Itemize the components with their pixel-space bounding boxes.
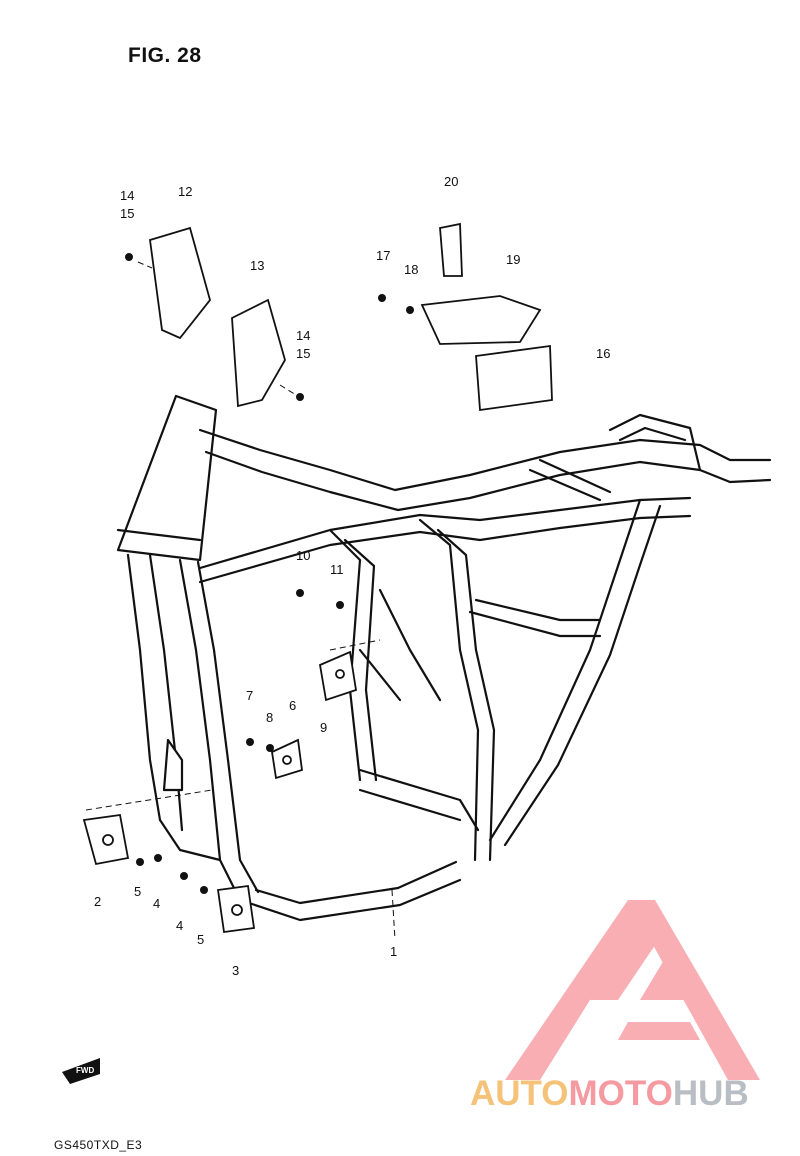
callout-6: 6 xyxy=(289,698,296,713)
leader-lines xyxy=(85,261,396,941)
callout-7: 7 xyxy=(246,688,253,703)
callout-17: 17 xyxy=(376,248,390,263)
watermark-part-auto: AUTO xyxy=(470,1074,569,1113)
callout-8: 8 xyxy=(266,710,273,725)
callout-2: 2 xyxy=(94,894,101,909)
mounting-brackets xyxy=(82,222,553,934)
callout-15a: 15 xyxy=(120,206,134,221)
callout-20: 20 xyxy=(444,174,458,189)
callout-5b: 5 xyxy=(197,932,204,947)
callout-13: 13 xyxy=(250,258,264,273)
fwd-label: FWD xyxy=(76,1066,94,1075)
fwd-arrow-icon: FWD xyxy=(62,1058,100,1084)
callout-9: 9 xyxy=(320,720,327,735)
callout-4a: 4 xyxy=(153,896,160,911)
callout-4b: 4 xyxy=(176,918,183,933)
fasteners xyxy=(125,253,414,894)
callout-16: 16 xyxy=(596,346,610,361)
callout-12: 12 xyxy=(178,184,192,199)
callout-labels: 1 2 3 4 4 5 5 6 7 8 9 10 11 12 13 14 15 … xyxy=(94,174,610,978)
callout-11: 11 xyxy=(330,562,344,577)
callout-10: 10 xyxy=(296,548,310,563)
callout-1: 1 xyxy=(390,944,397,959)
main-frame xyxy=(116,394,772,922)
callout-3: 3 xyxy=(232,963,239,978)
callout-14a: 14 xyxy=(120,188,134,203)
callout-18: 18 xyxy=(404,262,418,277)
watermark-logo-icon xyxy=(505,900,760,1080)
figure-title: FIG. 28 xyxy=(128,44,202,67)
callout-19: 19 xyxy=(506,252,520,267)
watermark-part-hub: HUB xyxy=(672,1074,749,1113)
callout-5a: 5 xyxy=(134,884,141,899)
callout-15b: 15 xyxy=(296,346,310,361)
watermark-part-moto: MOTO xyxy=(568,1074,673,1113)
callout-14b: 14 xyxy=(296,328,310,343)
watermark-text: AUTOMOTOHUB xyxy=(470,1074,749,1114)
model-code: GS450TXD_E3 xyxy=(54,1138,143,1152)
